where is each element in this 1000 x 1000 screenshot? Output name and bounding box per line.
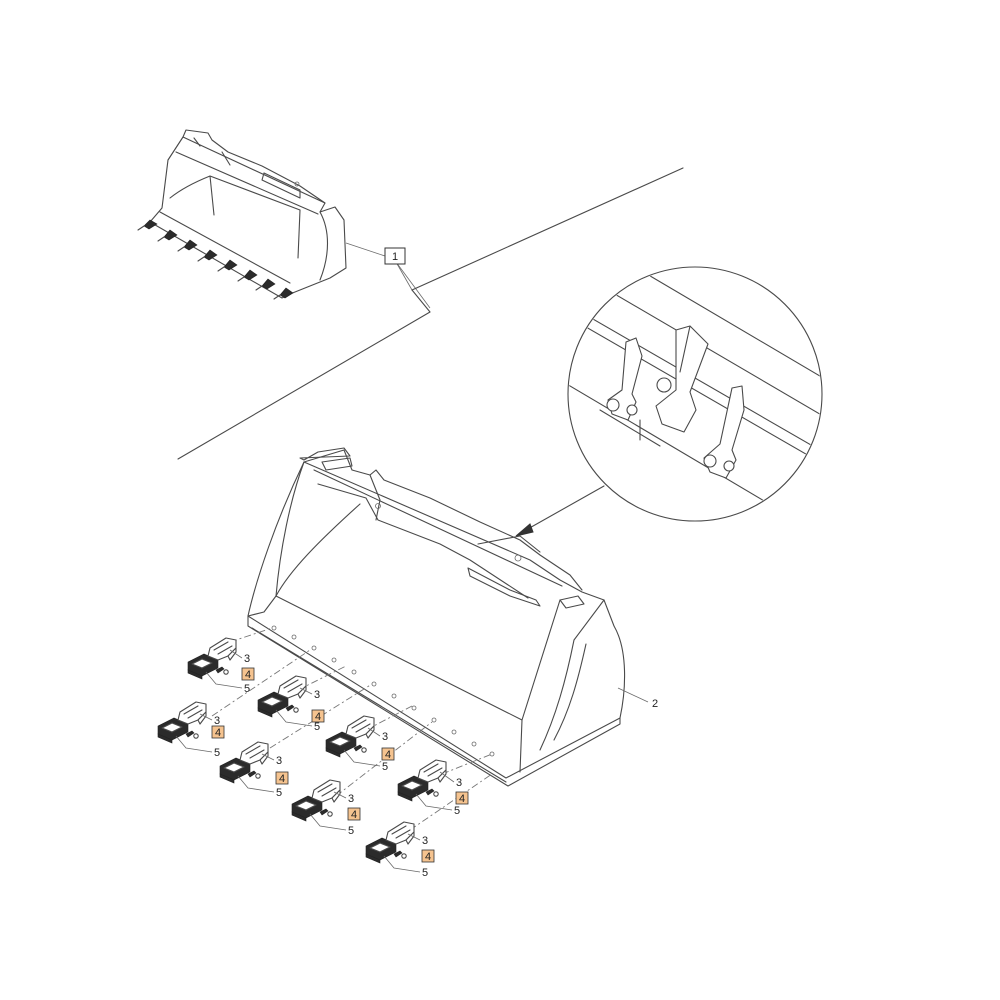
tooth-assembly-8: 3 4 5	[365, 821, 435, 879]
tooth-assembly-4: 3 4 5	[219, 741, 289, 799]
tooth-5-callout-3: 3	[382, 731, 388, 743]
callout-1-label: 1	[392, 251, 398, 263]
tooth-2-callout-3: 3	[214, 715, 220, 727]
tooth-assembly-2: 3 4 5	[157, 701, 225, 759]
tooth-7-callout-4-box	[455, 791, 469, 805]
tooth-assembly-1: 3 4 5	[187, 637, 255, 695]
tooth-3-callout-3: 3	[314, 689, 320, 701]
tooth-4-callout-5: 5	[276, 787, 282, 799]
tooth-assembly-7: 3 4 5	[397, 759, 469, 817]
tooth-1-callout-5: 5	[244, 683, 250, 695]
tooth-6-callout-4-box	[347, 807, 361, 821]
tooth-1-callout-4-box	[241, 667, 255, 681]
tooth-5-callout-5: 5	[382, 761, 388, 773]
tooth-4-callout-4: 4	[279, 773, 285, 785]
callout-2-label: 2	[652, 698, 658, 710]
overview-bucket	[137, 129, 347, 300]
tooth-6-callout-5: 5	[348, 825, 354, 837]
tooth-assembly-3: 3 4 5	[257, 675, 325, 733]
callout-1: 1	[345, 242, 431, 309]
tooth-7-callout-3: 3	[456, 777, 462, 789]
tooth-1-callout-3: 3	[244, 653, 250, 665]
tooth-assembly-5: 3 4 5	[325, 715, 395, 773]
tooth-7-callout-4: 4	[459, 793, 465, 805]
tooth-8-callout-3: 3	[422, 835, 428, 847]
tooth-5-callout-4-box	[381, 747, 395, 761]
tooth-2-callout-5: 5	[214, 747, 220, 759]
tooth-5-callout-4: 4	[385, 749, 391, 761]
overview-teeth	[137, 219, 294, 300]
tooth-3-callout-4: 4	[315, 711, 321, 723]
separator-lines	[177, 167, 684, 460]
tooth-2-callout-4: 4	[215, 727, 221, 739]
tooth-assembly-6: 3 4 5	[291, 779, 361, 837]
detail-magnifier	[567, 266, 823, 522]
callout-2: 2	[617, 687, 658, 710]
main-bucket	[247, 447, 626, 787]
tooth-6-callout-4: 4	[351, 809, 357, 821]
tooth-4-callout-3: 3	[276, 755, 282, 767]
cutting-edge-holes	[271, 625, 495, 757]
tooth-7-callout-5: 5	[454, 805, 460, 817]
tooth-6-callout-3: 3	[348, 793, 354, 805]
tooth-8-callout-4: 4	[425, 851, 431, 863]
detail-arrow	[515, 485, 605, 537]
tooth-3-callout-4-box	[311, 709, 325, 723]
tooth-8-callout-4-box	[421, 849, 435, 863]
tooth-2-callout-4-box	[211, 725, 225, 739]
tooth-8-callout-5: 5	[422, 867, 428, 879]
tooth-1-callout-4: 4	[245, 669, 251, 681]
tooth-3-callout-5: 5	[314, 721, 320, 733]
tooth-4-callout-4-box	[275, 771, 289, 785]
